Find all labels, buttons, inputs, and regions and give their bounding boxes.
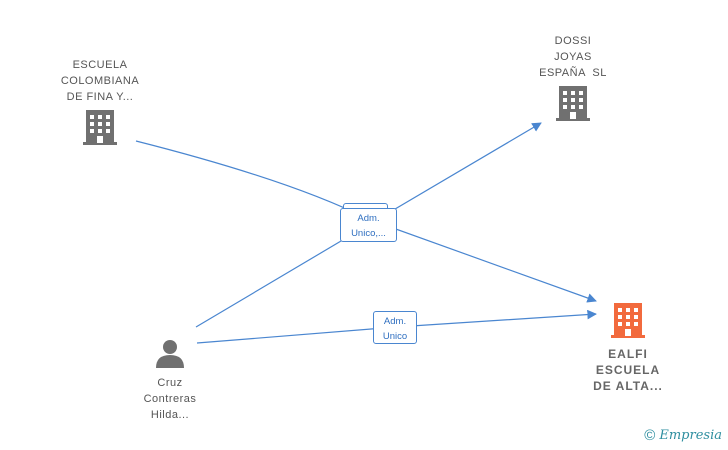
edge-label-adm-unico-shared[interactable]: Adm. Unico,...	[340, 208, 397, 242]
node-dossi-joyas[interactable]: DOSSI JOYAS ESPAÑA SL	[522, 33, 624, 127]
building-icon	[83, 110, 117, 145]
copyright-symbol: ©	[644, 427, 656, 444]
node-ealfi[interactable]: EALFI ESCUELA DE ALTA...	[580, 301, 676, 394]
edge-label-adm-unico[interactable]: Adm. Unico	[373, 311, 417, 344]
node-escuela-colombiana-label: ESCUELA COLOMBIANA DE FINA Y...	[60, 59, 140, 103]
node-dossi-joyas-label: DOSSI JOYAS ESPAÑA SL	[539, 35, 607, 79]
node-cruz-contreras[interactable]: Cruz Contreras Hilda...	[124, 338, 216, 423]
building-icon	[556, 86, 590, 121]
person-icon	[156, 340, 184, 368]
node-escuela-colombiana[interactable]: ESCUELA COLOMBIANA DE FINA Y...	[48, 57, 152, 151]
brand: © Empresia	[644, 427, 722, 444]
node-ealfi-label: EALFI ESCUELA DE ALTA...	[593, 347, 663, 393]
building-icon	[611, 303, 645, 338]
node-cruz-contreras-label: Cruz Contreras Hilda...	[143, 377, 197, 421]
brand-name: Empresia	[659, 428, 722, 443]
